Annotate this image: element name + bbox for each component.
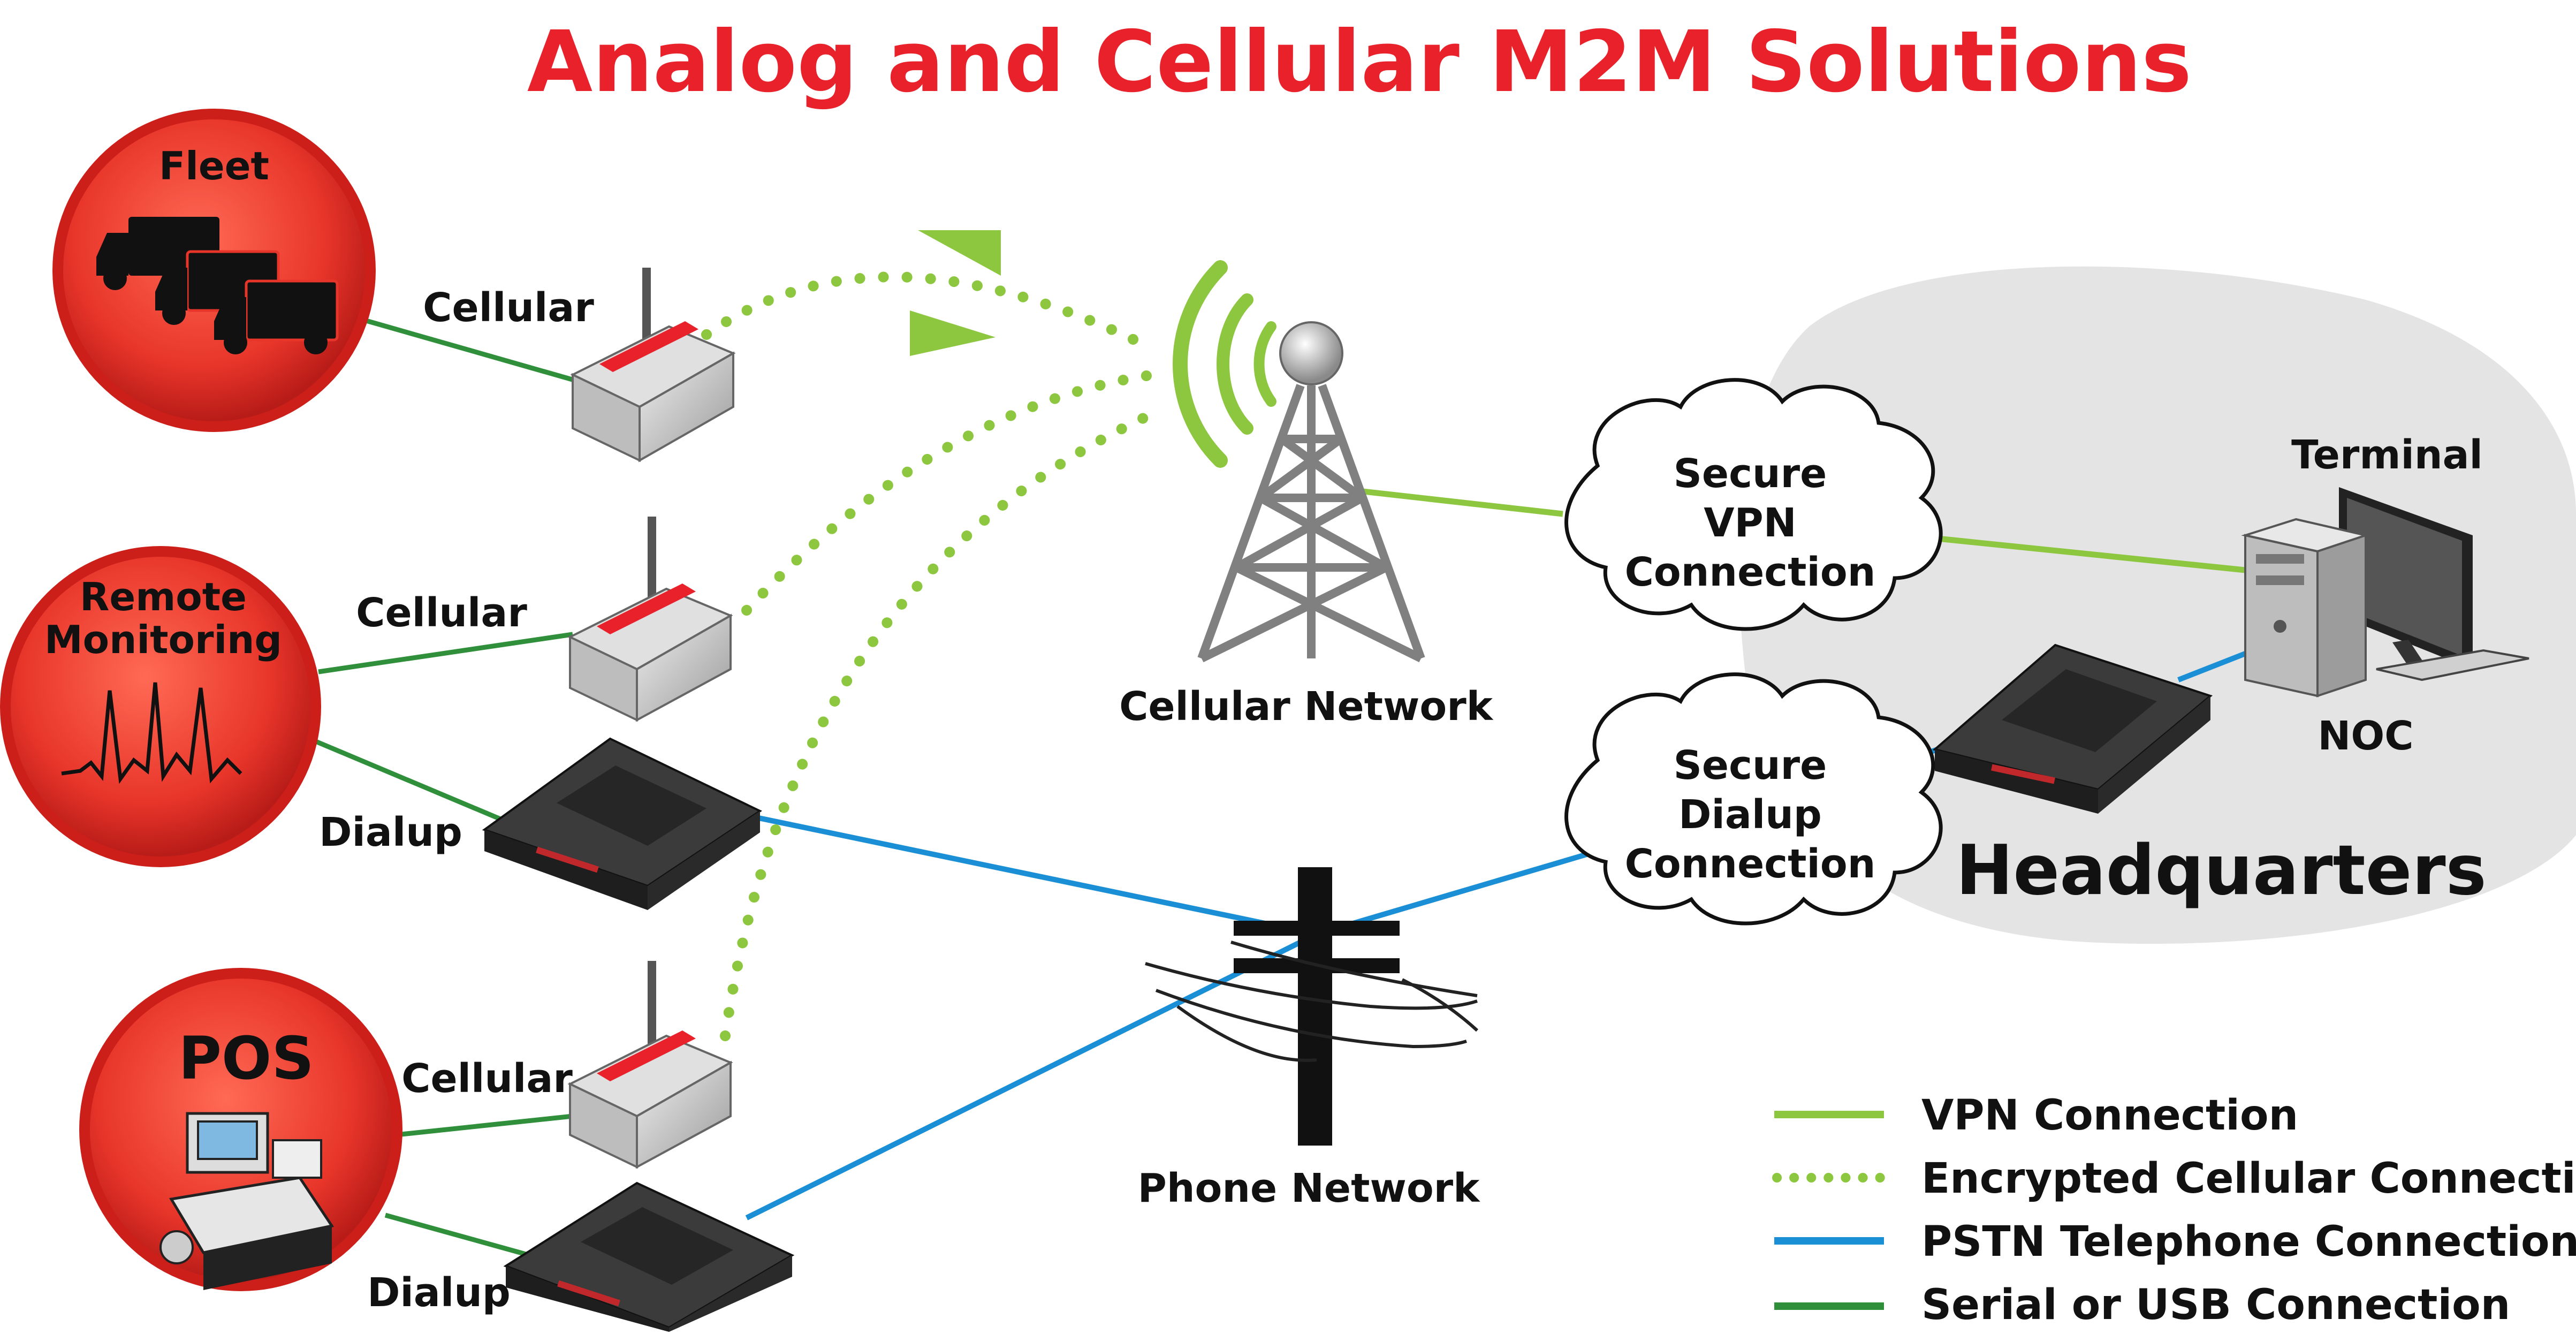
link-label-cellular-2: Cellular (356, 590, 527, 636)
cloud-vpn-line-1: Secure (1674, 451, 1827, 497)
site-pos-label: POS (178, 1024, 314, 1093)
legend-label-serial: Serial or USB Connection (1921, 1281, 2510, 1329)
cloud-vpn-line-2: VPN (1704, 500, 1796, 546)
page-title: Analog and Cellular M2M Solutions (527, 13, 2192, 111)
cloud-secure-dialup: Secure Dialup Connection (1564, 672, 1943, 926)
link-label-cellular-1: Cellular (423, 285, 594, 331)
site-remote-label-2: Monitoring (44, 617, 282, 662)
encrypted-cellular-links (701, 271, 1161, 1041)
dialup-modem-1 (482, 737, 763, 910)
cellular-path-remote (741, 369, 1159, 616)
vpn-link-cloud-terminal (1932, 535, 2246, 573)
site-pos: POS (79, 968, 402, 1291)
legend-label-vpn: VPN Connection (1921, 1092, 2298, 1140)
link-label-cellular-3: Cellular (401, 1056, 573, 1102)
link-label-dialup-1: Dialup (319, 809, 462, 855)
dialup-modem-2 (503, 1181, 795, 1332)
vpn-links (1348, 487, 2246, 573)
dialup-modem-hq (1932, 643, 2213, 814)
serial-links (315, 316, 584, 1258)
headquarters-label: Headquarters (1956, 831, 2487, 911)
serial-link-remote-dialup (315, 739, 501, 822)
noc-label: NOC (2317, 713, 2413, 759)
cloud-dialup-line-2: Dialup (1678, 792, 1822, 838)
serial-link-pos-dialup (384, 1212, 531, 1258)
cellular-router-2 (567, 517, 733, 722)
cloud-secure-vpn: Secure VPN Connection (1564, 378, 1943, 631)
hq-region (1739, 266, 2576, 944)
cellular-router-3 (567, 961, 733, 1169)
pstn-link-remote (724, 808, 1318, 937)
trucks-icon (96, 217, 339, 354)
cloud-vpn-line-3: Connection (1625, 549, 1876, 595)
site-remote-label-1: Remote (80, 574, 247, 619)
pstn-link-pole-cloud (1316, 848, 1599, 937)
arrow-right-icon (910, 310, 996, 356)
site-fleet-label: Fleet (159, 143, 269, 188)
cellular-router-1 (570, 268, 736, 463)
cloud-dialup-line-1: Secure (1674, 742, 1827, 789)
serial-link-fleet (358, 316, 584, 385)
telephone-pole-icon (1145, 867, 1479, 1146)
pstn-link-modem-noc (2177, 648, 2254, 683)
legend: VPN Connection Encrypted Cellular Connec… (1772, 1092, 2576, 1329)
phone-network-label: Phone Network (1138, 1165, 1481, 1211)
terminal-label: Terminal (2291, 432, 2483, 478)
vpn-link-tower-cloud (1348, 487, 1563, 517)
legend-label-pstn: PSTN Telephone Connection (1921, 1218, 2576, 1266)
arrow-left-icon (918, 230, 1001, 276)
cloud-dialup-line-3: Connection (1625, 841, 1876, 887)
cellular-tower-icon (1173, 260, 1425, 663)
site-fleet: Fleet (52, 109, 376, 432)
serial-link-remote-cell (318, 632, 573, 674)
cellular-path-fleet (701, 271, 1151, 351)
site-remote-monitoring: Remote Monitoring (0, 546, 321, 867)
legend-label-encrypted-cellular: Encrypted Cellular Connection (1921, 1155, 2576, 1203)
cellular-network-label: Cellular Network (1119, 684, 1494, 730)
cash-register-icon (159, 1112, 335, 1290)
cellular-path-pos (720, 407, 1161, 1041)
heartbeat-icon (61, 682, 242, 784)
link-label-dialup-2: Dialup (367, 1270, 511, 1316)
computer-terminal-icon (2241, 487, 2529, 698)
serial-link-pos-cell (396, 1113, 573, 1138)
